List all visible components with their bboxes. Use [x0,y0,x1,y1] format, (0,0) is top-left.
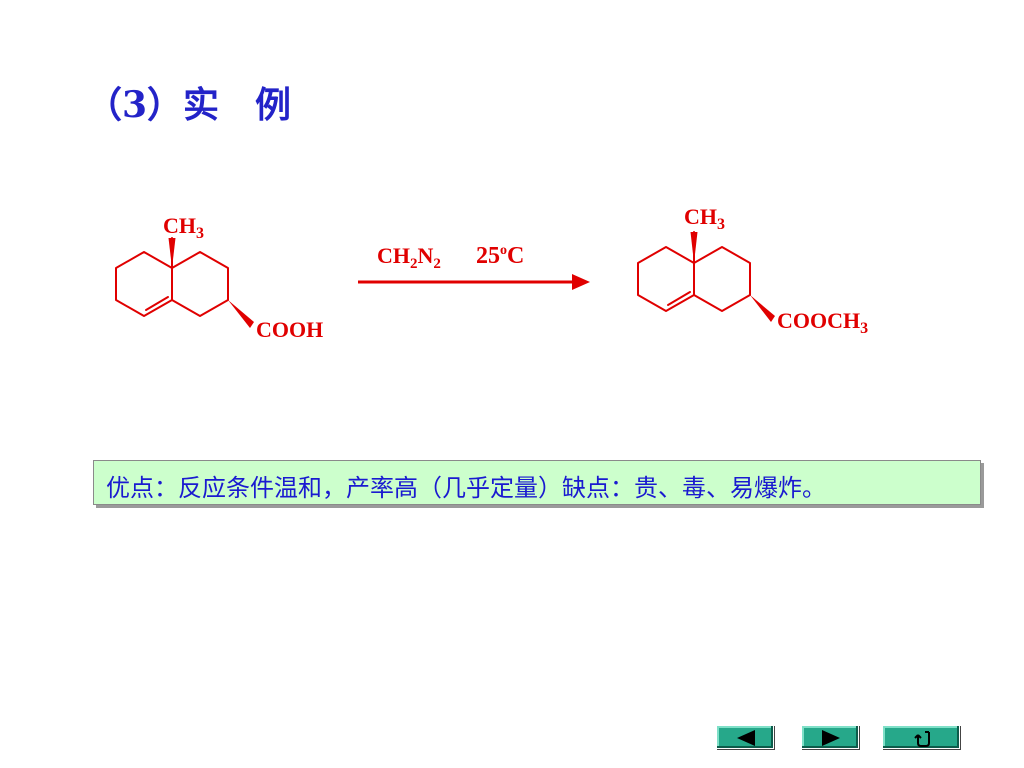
return-button[interactable] [882,725,960,749]
previous-slide-button[interactable] [716,725,774,749]
advantages-disadvantages-text: 优点：反应条件温和，产率高（几乎定量）缺点：贵、毒、易爆炸。 [106,474,826,502]
next-slide-button[interactable] [801,725,859,749]
temperature-label: 25oC [476,243,524,269]
reactant-wedge-carboxyl [228,300,254,328]
reagent-label: CH2N2 [377,243,441,272]
reaction-scheme: CH3 COOH CH2N2 25oC CH3 COOCH3 [115,204,868,342]
reaction-arrowhead [572,274,590,290]
advantages-disadvantages-box: 优点：反应条件温和，产率高（几乎定量）缺点：贵、毒、易爆炸。 [93,460,981,505]
product-ester-label: COOCH3 [777,308,868,337]
product-methyl-label: CH3 [684,204,725,233]
reactant-methyl-label: CH3 [163,213,204,242]
slide-title: （3）实 例 [86,84,292,126]
reactant-wedge-methyl [168,238,176,268]
product-wedge-ester [750,295,775,322]
triangle-right-icon [822,730,840,746]
reactant-carboxyl-label: COOH [256,317,323,342]
product-wedge-methyl [690,232,698,263]
return-arrow-icon [914,731,930,747]
triangle-left-icon [737,730,755,746]
